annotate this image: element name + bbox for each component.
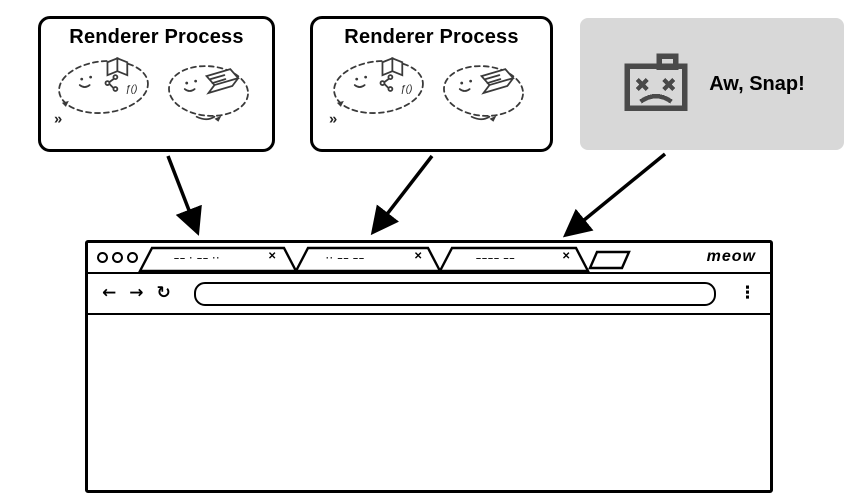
window-controls <box>97 252 138 263</box>
renderer-process-doodle: ƒ() » <box>53 56 249 128</box>
tab-3-title-scribble: –––– –– <box>476 253 516 263</box>
renderer-process-box-2: Renderer Process <box>310 16 553 152</box>
window-control-button[interactable] <box>127 252 138 263</box>
aw-snap-sad-tab-icon <box>624 53 688 112</box>
tab-1-title-scribble: –– · –– ·· <box>174 253 221 263</box>
forward-icon[interactable]: → <box>129 283 144 303</box>
window-control-button[interactable] <box>112 252 123 263</box>
tab-1-close-icon[interactable]: ✕ <box>268 251 277 262</box>
menu-dots-icon[interactable]: ⋮ <box>739 283 756 303</box>
address-bar[interactable] <box>193 281 716 306</box>
crashed-process-box: Aw, Snap! <box>580 18 844 150</box>
chevrons-glyph: » <box>328 112 336 128</box>
page-content-area <box>88 315 770 494</box>
browser-window: –– · –– ·· ✕ ·· –– –– ✕ –––– –– ✕ meow ←… <box>85 240 773 493</box>
renderer-process-title: Renderer Process <box>344 26 519 48</box>
aw-snap-label: Aw, Snap! <box>709 72 805 95</box>
tab-3[interactable] <box>438 246 590 273</box>
window-control-button[interactable] <box>97 252 108 263</box>
tab-shapes <box>138 246 631 273</box>
js-function-glyph: ƒ() <box>125 84 137 95</box>
renderer-process-box-1: Renderer Process <box>38 16 275 152</box>
tab-3-close-icon[interactable]: ✕ <box>562 251 571 262</box>
tab-strip: –– · –– ·· ✕ ·· –– –– ✕ –––– –– ✕ meow <box>88 243 770 274</box>
tab-2[interactable] <box>294 246 442 273</box>
chevrons-glyph: » <box>53 112 61 128</box>
reload-icon[interactable]: ↻ <box>156 283 171 303</box>
renderer-process-title: Renderer Process <box>69 26 244 48</box>
navigation-bar: ← → ↻ ⋮ <box>88 274 770 315</box>
renderer-process-doodle: ƒ() » <box>328 56 524 128</box>
js-function-glyph: ƒ() <box>400 84 412 95</box>
new-tab-button[interactable] <box>588 250 631 270</box>
browser-brand-label: meow <box>706 248 756 265</box>
tab-1[interactable] <box>138 246 298 273</box>
tab-2-title-scribble: ·· –– –– <box>326 253 366 263</box>
tab-2-close-icon[interactable]: ✕ <box>414 251 423 262</box>
back-icon[interactable]: ← <box>102 283 117 303</box>
